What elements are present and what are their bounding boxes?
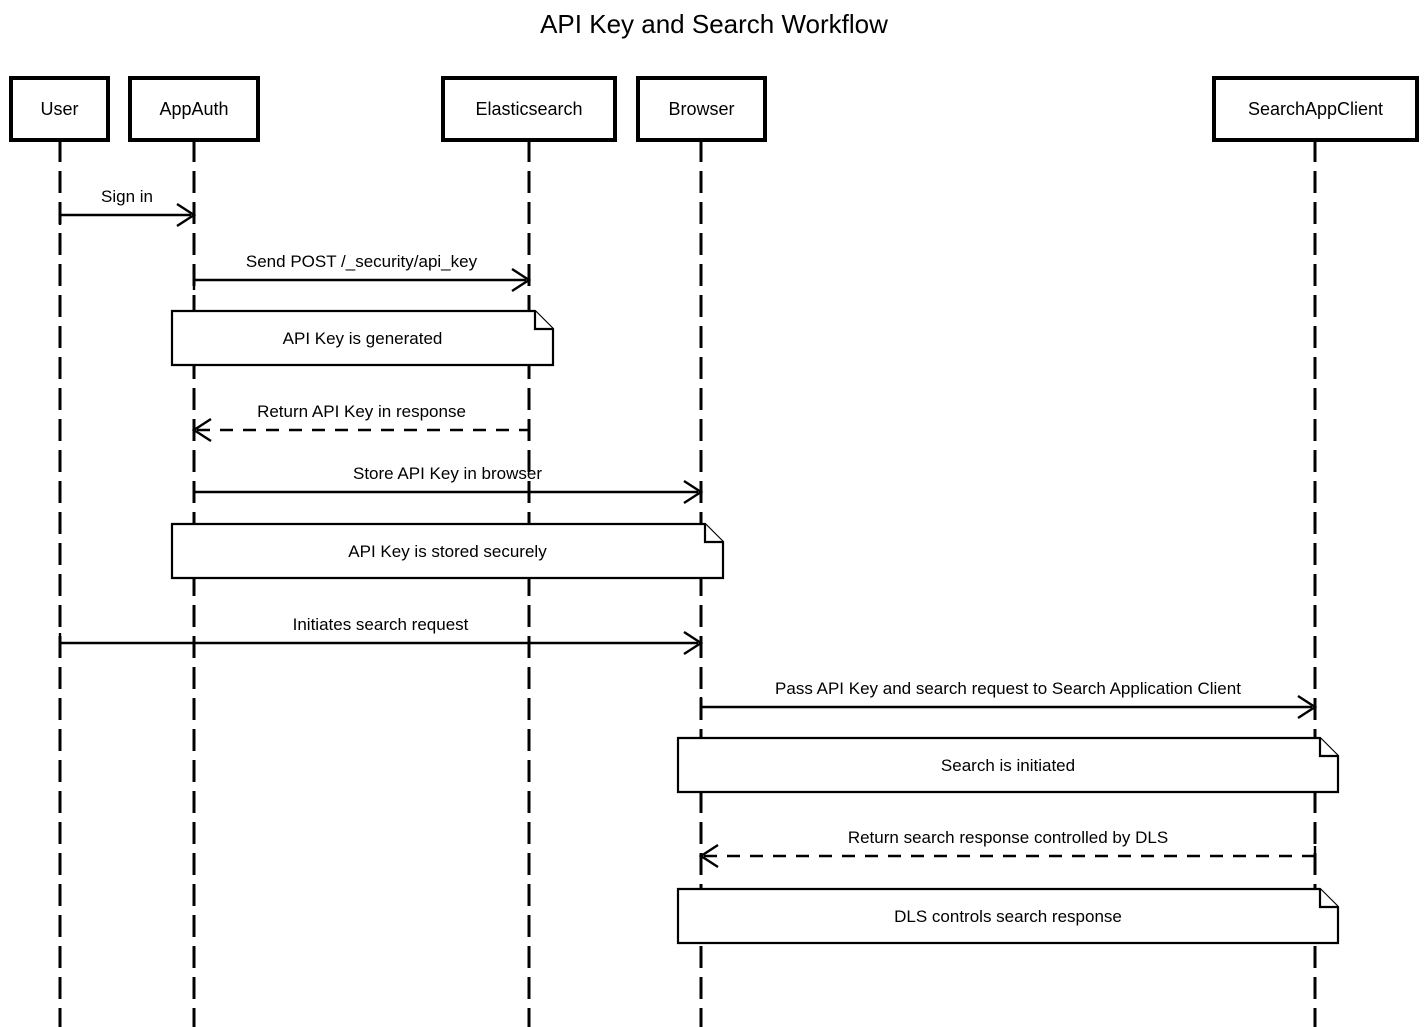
participant-appauth[interactable]: AppAuth [128, 76, 260, 142]
note-body [676, 736, 1340, 794]
note-label: DLS controls search response [894, 907, 1122, 926]
message-label: Return API Key in response [257, 402, 466, 421]
participant-label-user: User [40, 99, 78, 119]
participant-user[interactable]: User [9, 76, 110, 142]
participant-box-browser[interactable] [636, 76, 767, 142]
arrow-head-icon [1297, 694, 1318, 720]
arrow-head-icon [176, 202, 197, 228]
message-label: Return search response controlled by DLS [848, 828, 1168, 847]
note-label: Search is initiated [941, 756, 1075, 775]
message-0: Sign in [58, 187, 197, 228]
note-fold-corner-icon [533, 311, 553, 331]
message-label: Pass API Key and search request to Searc… [775, 679, 1241, 698]
participant-label-sac: SearchAppClient [1248, 99, 1383, 119]
participant-box-sac[interactable] [1212, 76, 1419, 142]
note-5: API Key is stored securely [170, 522, 725, 580]
messages-layer: Sign in Send POST /_security/api_keyRetur… [58, 187, 1318, 869]
arrow-head-icon [683, 479, 704, 505]
participant-es[interactable]: Elasticsearch [441, 76, 617, 142]
message-4: Store API Key in browser [192, 464, 704, 505]
arrow-head-icon [698, 843, 719, 869]
lifelines-layer [58, 140, 1317, 1027]
arrow-head-icon [683, 630, 704, 656]
note-body [676, 887, 1340, 945]
arrow-head-icon [191, 417, 212, 443]
message-return-3: Return API Key in response [191, 402, 531, 443]
note-fold-corner-icon [703, 524, 723, 544]
message-label: Initiates search request [293, 615, 469, 634]
participant-label-es: Elasticsearch [475, 99, 582, 119]
participants-layer: User AppAuth Elasticsearch Browser SearchApp… [9, 76, 1419, 142]
message-1: Send POST /_security/api_key [192, 252, 532, 293]
participant-label-appauth: AppAuth [159, 99, 228, 119]
message-7: Pass API Key and search request to Searc… [699, 679, 1318, 720]
message-return-9: Return search response controlled by DLS [698, 828, 1317, 869]
participant-box-user[interactable] [9, 76, 110, 142]
note-label: API Key is stored securely [348, 542, 547, 561]
note-10: DLS controls search response [676, 887, 1340, 945]
message-label: Store API Key in browser [353, 464, 542, 483]
note-body [170, 309, 555, 367]
message-label: Sign in [101, 187, 153, 206]
page-title: API Key and Search Workflow [540, 9, 888, 39]
participant-browser[interactable]: Browser [636, 76, 767, 142]
participant-box-appauth[interactable] [128, 76, 260, 142]
note-label: API Key is generated [283, 329, 443, 348]
participant-sac[interactable]: SearchAppClient [1212, 76, 1419, 142]
note-fold-corner-icon [1318, 889, 1338, 909]
note-body [170, 522, 725, 580]
note-fold-corner-icon [1318, 738, 1338, 758]
message-6: Initiates search request [58, 615, 704, 656]
note-2: API Key is generated [170, 309, 555, 367]
participant-label-browser: Browser [668, 99, 734, 119]
note-8: Search is initiated [676, 736, 1340, 794]
participant-box-es[interactable] [441, 76, 617, 142]
arrow-head-icon [511, 267, 532, 293]
message-label: Send POST /_security/api_key [246, 252, 478, 271]
